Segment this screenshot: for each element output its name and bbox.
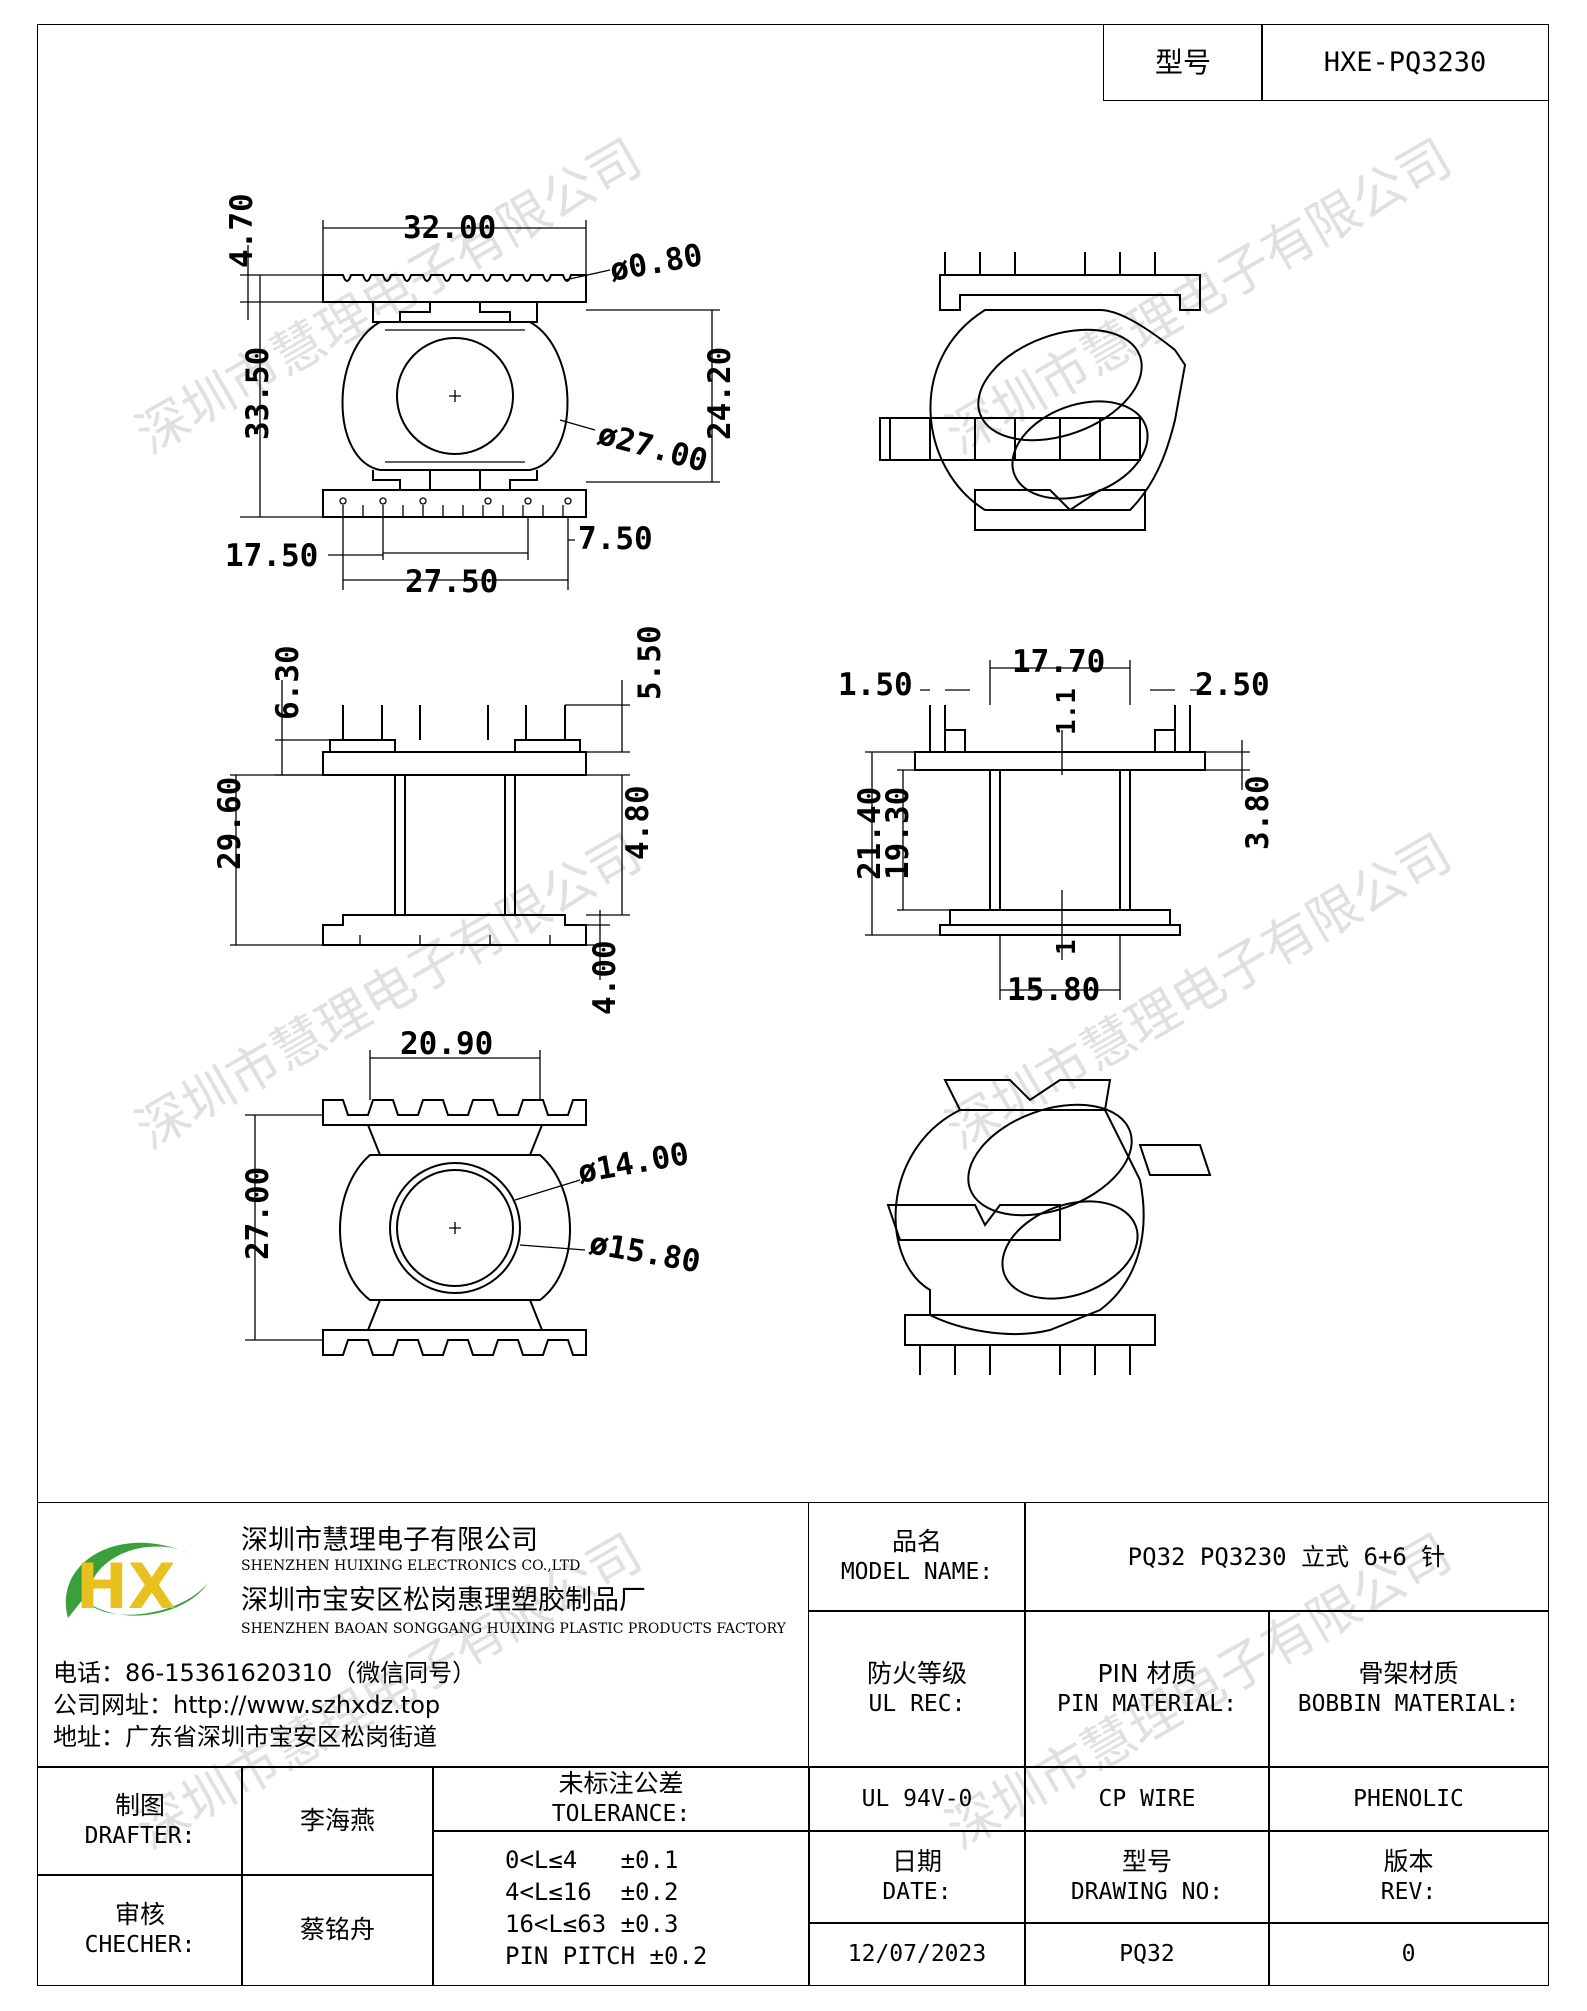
drawing-no-label-cell: 型号 DRAWING NO: (1024, 1830, 1270, 1924)
checker-en: CHECHER: (84, 1932, 196, 1958)
dim-label: 1 (1052, 939, 1082, 955)
side-view (230, 680, 630, 980)
tolerance-label-cell: 未标注公差 TOLERANCE: (432, 1766, 810, 1832)
checker-value-cell: 蔡铭舟 (241, 1874, 434, 1986)
dim-label: 21.40 (852, 787, 888, 880)
dim-label: 1.50 (838, 667, 913, 703)
checker-label-cell: 审核 CHECHER: (37, 1874, 243, 1986)
bobbin-material-value-cell: PHENOLIC (1268, 1766, 1549, 1832)
dim-label: 1.1 (1052, 688, 1082, 735)
checker-cn: 审核 (114, 1900, 165, 1929)
dim-label: ø0.80 (607, 237, 705, 289)
dim-label: 15.80 (1007, 972, 1100, 1008)
company-address: 地址：广东省深圳市宝安区松岗街道 (53, 1723, 437, 1751)
rev-value-cell: 0 (1268, 1922, 1549, 1986)
tolerance-line: 16<L≤63 ±0.3 (505, 1910, 679, 1938)
dim-label: 4.70 (224, 193, 260, 268)
pin-material-cn: PIN 材质 (1097, 1659, 1197, 1688)
dim-label: 33.50 (240, 347, 276, 440)
model-name-label-cell: 品名 MODEL NAME: (808, 1502, 1026, 1612)
company-info-block: HX 深圳市慧理电子有限公司 SHENZHEN HUIXING ELECTRON… (37, 1502, 810, 1768)
bobbin-material-label-cell: 骨架材质 BOBBIN MATERIAL: (1268, 1610, 1549, 1768)
bobbin-material-en: BOBBIN MATERIAL: (1297, 1691, 1520, 1717)
dim-label: 32.00 (403, 210, 496, 246)
model-name-cn: 品名 (891, 1527, 942, 1556)
drawing-no-value-cell: PQ32 (1024, 1922, 1270, 1986)
company-website: 公司网址：http://www.szhxdz.top (53, 1691, 441, 1719)
drafter-cn: 制图 (114, 1791, 165, 1820)
ul-label-cell: 防火等级 UL REC: (808, 1610, 1026, 1768)
dim-label: 17.70 (1012, 644, 1105, 680)
dim-label: 4.00 (587, 940, 623, 1015)
model-name-value-cell: PQ32 PQ3230 立式 6+6 针 (1024, 1502, 1549, 1612)
ul-label-en: UL REC: (868, 1691, 966, 1717)
factory-name-en: SHENZHEN BAOAN SONGGANG HUIXING PLASTIC … (241, 1621, 786, 1637)
isometric-view-bottom (886, 1079, 1212, 1375)
model-number-cell: HXE-PQ3230 (1261, 24, 1549, 101)
tolerance-values-cell: 0<L≤4 ±0.1 4<L≤16 ±0.2 16<L≤63 ±0.3 PIN … (432, 1830, 810, 1986)
ul-value-cell: UL 94V-0 (808, 1766, 1026, 1832)
dim-label: 24.20 (702, 347, 738, 440)
pin-material-en: PIN MATERIAL: (1056, 1691, 1237, 1717)
dim-label: ø14.00 (575, 1136, 692, 1191)
date-value-cell: 12/07/2023 (808, 1922, 1026, 1986)
dim-label: 4.80 (620, 785, 656, 860)
ul-label-cn: 防火等级 (866, 1659, 967, 1688)
drafter-value-cell: 李海燕 (241, 1766, 434, 1876)
dim-label: 2.50 (1195, 667, 1270, 703)
isometric-view-top (879, 252, 1201, 531)
date-en: DATE: (882, 1879, 952, 1905)
dim-label: 7.50 (578, 521, 653, 557)
drawing-no-en: DRAWING NO: (1070, 1879, 1224, 1905)
pin-material-label-cell: PIN 材质 PIN MATERIAL: (1024, 1610, 1270, 1768)
dim-label: 27.00 (240, 1167, 276, 1260)
dim-label: 19.30 (880, 787, 916, 880)
pin-material-value-cell: CP WIRE (1024, 1766, 1270, 1832)
company-name-cn: 深圳市慧理电子有限公司 (241, 1525, 538, 1556)
tolerance-en: TOLERANCE: (551, 1801, 691, 1827)
date-cn: 日期 (891, 1847, 942, 1876)
rev-label-cell: 版本 REV: (1268, 1830, 1549, 1924)
tolerance-line: 0<L≤4 ±0.1 (505, 1846, 679, 1874)
dim-label: 29.60 (212, 777, 248, 870)
drafter-en: DRAFTER: (84, 1823, 196, 1849)
dim-label: 20.90 (400, 1026, 493, 1062)
bobbin-material-cn: 骨架材质 (1358, 1659, 1459, 1688)
watermark-text: 深圳市慧理电子有限公司 (127, 128, 652, 466)
watermark-text: 深圳市慧理电子有限公司 (127, 823, 652, 1161)
model-label-cell: 型号 (1103, 24, 1263, 101)
dim-label: ø27.00 (594, 416, 711, 480)
tolerance-line: PIN PITCH ±0.2 (505, 1942, 708, 1970)
company-logo: HX (65, 1542, 208, 1623)
model-name-en: MODEL NAME: (840, 1559, 994, 1585)
dim-label: 17.50 (225, 538, 318, 574)
rev-en: REV: (1380, 1879, 1437, 1905)
dim-label: 5.50 (632, 625, 668, 700)
top-view (240, 220, 720, 590)
logo-text: HX (76, 1550, 176, 1623)
factory-name-cn: 深圳市宝安区松岗惠理塑胶制品厂 (241, 1585, 646, 1616)
company-name-en: SHENZHEN HUIXING ELECTRONICS CO.,LTD (241, 1558, 581, 1574)
dim-label: ø15.80 (587, 1225, 704, 1280)
dim-label: 27.50 (405, 564, 498, 600)
rev-cn: 版本 (1383, 1847, 1434, 1876)
bottom-view (245, 1050, 587, 1356)
dim-label: 3.80 (1240, 775, 1276, 850)
drafter-label-cell: 制图 DRAFTER: (37, 1766, 243, 1876)
dim-label: 6.30 (270, 645, 306, 720)
tolerance-line: 4<L≤16 ±0.2 (505, 1878, 679, 1906)
front-view (865, 660, 1250, 1000)
company-phone: 电话：86-15361620310（微信同号） (53, 1659, 477, 1687)
tolerance-cn: 未标注公差 (558, 1769, 684, 1798)
date-label-cell: 日期 DATE: (808, 1830, 1026, 1924)
drawing-no-cn: 型号 (1121, 1847, 1172, 1876)
